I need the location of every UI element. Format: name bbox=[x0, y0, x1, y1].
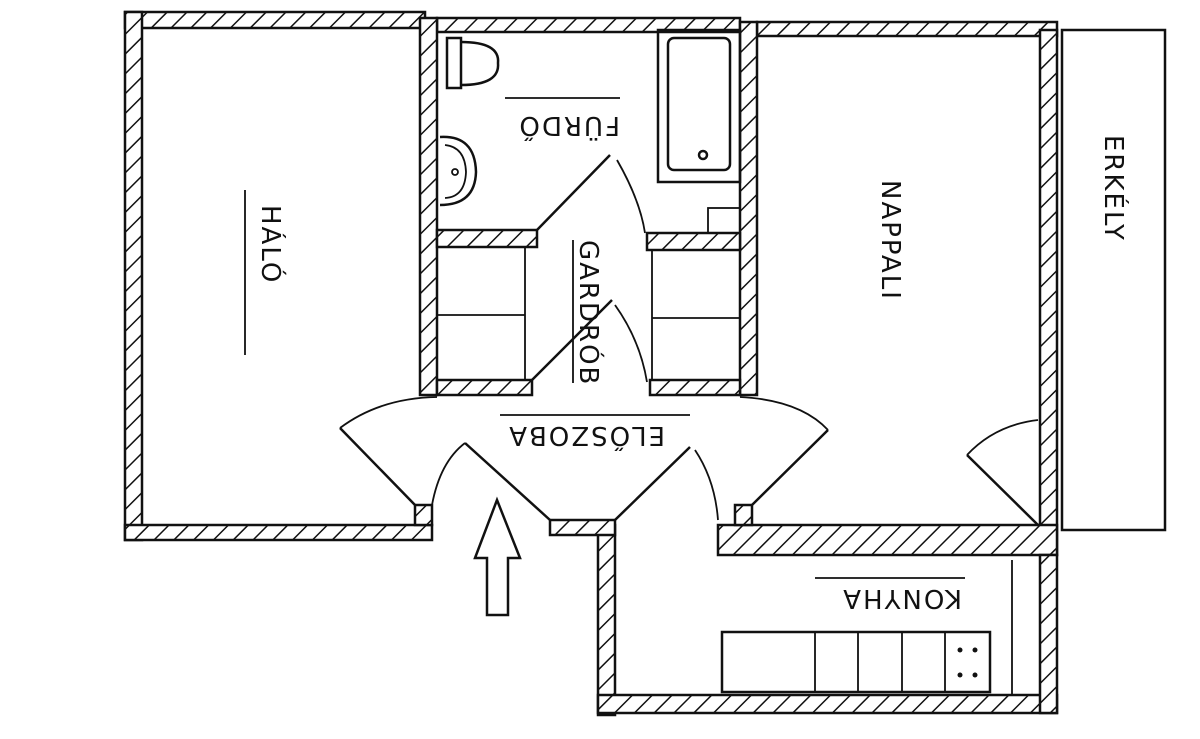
doors bbox=[339, 154, 1039, 526]
kitchen-bottom-wall bbox=[596, 693, 1059, 715]
wardrobe-door[interactable] bbox=[531, 299, 613, 381]
walls bbox=[123, 10, 1059, 717]
wardrobe-bottom-right-wall bbox=[648, 378, 742, 397]
entrance-door[interactable] bbox=[464, 442, 551, 521]
room-label-bathroom: FÜRDŐ bbox=[517, 110, 620, 142]
bedroom-door[interactable] bbox=[339, 427, 416, 506]
room-label-bedroom: HÁLÓ bbox=[255, 205, 287, 284]
bath-bottom-left-wall bbox=[435, 228, 539, 249]
hall-door-right[interactable] bbox=[614, 446, 691, 521]
kitchen-right-wall bbox=[1038, 553, 1059, 715]
hall-stub-right bbox=[733, 503, 754, 527]
hall-stub-mid bbox=[548, 518, 617, 537]
stove-icon bbox=[957, 647, 978, 678]
bedroom-bottom-wall bbox=[123, 523, 434, 542]
room-label-hallway: ELŐSZOBA bbox=[507, 420, 665, 452]
top-wall-living bbox=[755, 20, 1059, 38]
top-wall-bedroom bbox=[123, 10, 427, 30]
living-right-wall bbox=[1038, 28, 1059, 557]
room-label-balcony: ERKÉLY bbox=[1098, 135, 1130, 242]
living-balcony-door[interactable] bbox=[966, 454, 1039, 526]
living-door-hall[interactable] bbox=[751, 429, 829, 506]
left-wall bbox=[123, 10, 144, 542]
bath-door[interactable] bbox=[536, 154, 611, 231]
kitchen-left-wall bbox=[596, 523, 617, 717]
room-label-kitchen: KONYHA bbox=[841, 583, 962, 613]
hall-stub-left bbox=[413, 503, 434, 527]
kitchen-counter bbox=[720, 560, 1013, 695]
wardrobe-cabinets bbox=[436, 246, 741, 381]
bath-bottom-right-wall bbox=[645, 231, 742, 252]
sink-icon bbox=[439, 135, 478, 207]
kitchen-top-wall bbox=[716, 523, 1059, 557]
wardrobe-bottom-left-wall bbox=[435, 378, 534, 397]
bath-left-wall bbox=[418, 16, 439, 397]
bath-right-wall bbox=[738, 20, 759, 397]
room-label-wardrobe: GARDRÓB bbox=[573, 240, 605, 386]
entrance-arrow-icon bbox=[473, 496, 522, 617]
toilet-icon bbox=[445, 36, 500, 90]
balcony-outline bbox=[1060, 28, 1167, 532]
room-label-living-room: NAPPALI bbox=[875, 180, 905, 301]
bathtub-icon bbox=[656, 28, 742, 234]
